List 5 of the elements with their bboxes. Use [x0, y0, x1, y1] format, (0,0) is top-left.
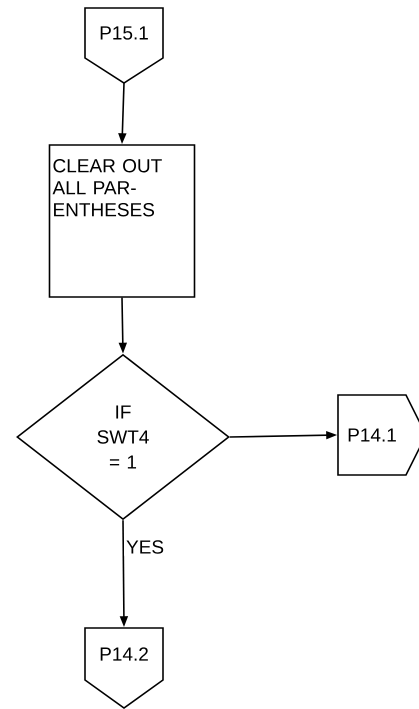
process-box: CLEAR OUT ALL PAR- ENTHESES	[48, 144, 196, 298]
off-page-connector: P14.2	[84, 627, 164, 709]
edge-label: YES	[124, 538, 166, 556]
off-page-connector: P15.1	[84, 7, 164, 84]
off-page-connector: P14.1	[337, 394, 419, 476]
